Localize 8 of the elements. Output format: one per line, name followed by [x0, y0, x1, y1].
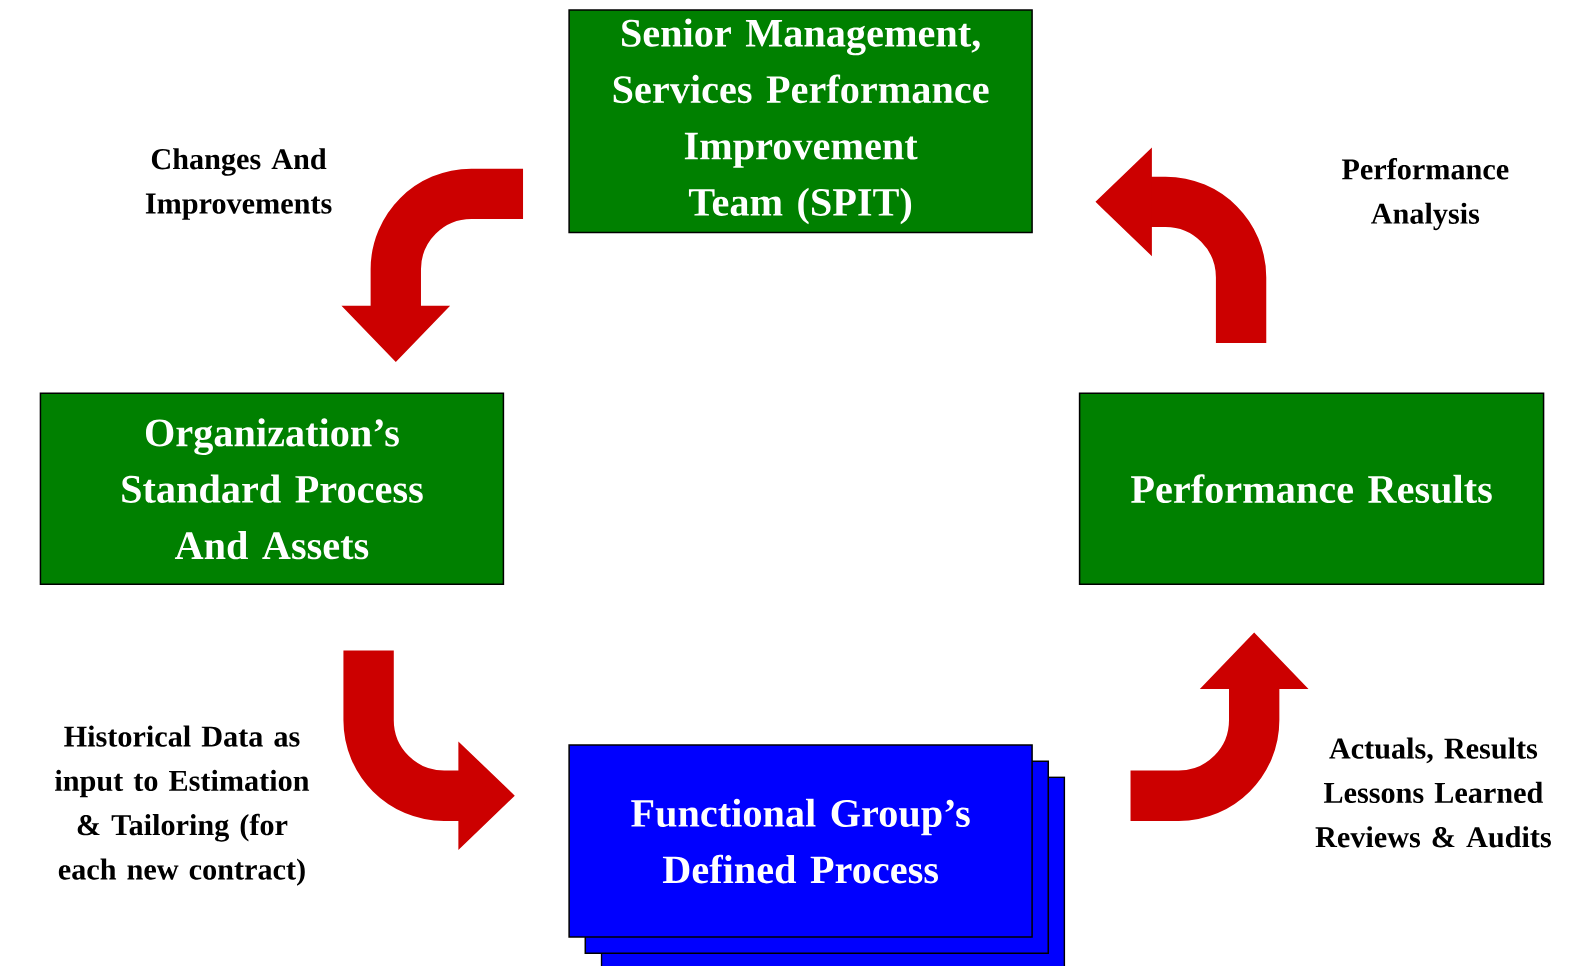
- stacked-process-box: Functional Group’s Defined Process: [568, 744, 1066, 966]
- edge-label: Changes And Improvements: [145, 147, 332, 220]
- process-box: Performance Results: [1078, 392, 1545, 585]
- edge-label: Performance Analysis: [1341, 157, 1509, 230]
- edge-label: Historical Data as input to Estimation & Tailoring (for each new contract): [55, 725, 310, 886]
- process-box: Senior Management, Services Performance Improvement Team (SPIT): [568, 9, 1033, 234]
- process-box: Organization’s Standard Process And Assets: [39, 392, 505, 585]
- edge-label: Actuals, Results Lessons Learned Reviews & Audits: [1315, 737, 1551, 848]
